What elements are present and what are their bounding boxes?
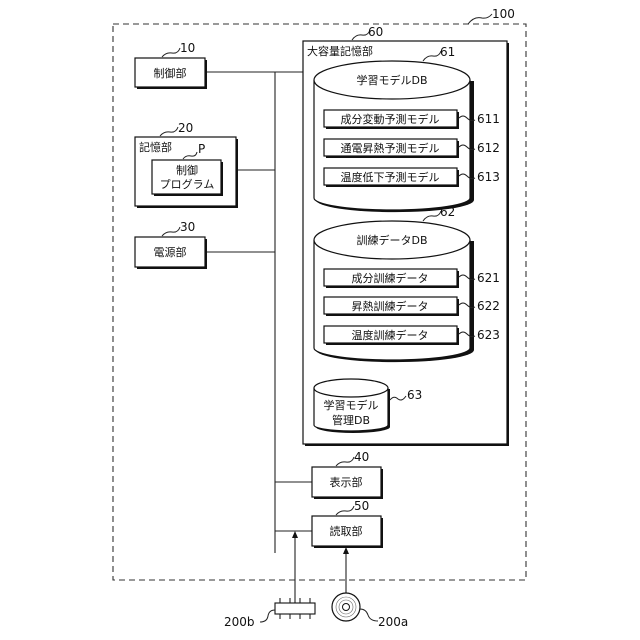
ref-61: 61 bbox=[440, 45, 455, 59]
ref-611: 611 bbox=[477, 112, 500, 126]
model-mgmt-db-label-2: 管理DB bbox=[332, 413, 370, 427]
leader-40 bbox=[336, 457, 354, 466]
mass-storage-label: 大容量記憶部 bbox=[307, 44, 373, 58]
leader-200b bbox=[260, 610, 275, 622]
training-621-label: 成分訓練データ bbox=[352, 271, 429, 285]
training-db-label: 訓練データDB bbox=[356, 233, 427, 247]
leader-50 bbox=[336, 506, 354, 515]
display-unit: 表示部 bbox=[312, 467, 383, 499]
model-mgmt-db-label-1: 学習モデル bbox=[324, 398, 379, 412]
training-622: 昇熱訓練データ bbox=[324, 297, 459, 316]
training-623: 温度訓練データ bbox=[324, 326, 459, 345]
arrow-chip-head bbox=[292, 531, 298, 538]
model-db-label: 学習モデルDB bbox=[356, 73, 427, 87]
power-unit-label: 電源部 bbox=[154, 245, 187, 259]
leader-30 bbox=[162, 227, 180, 236]
ref-P: P bbox=[198, 142, 205, 156]
ref-622: 622 bbox=[477, 299, 500, 313]
training-622-label: 昇熱訓練データ bbox=[352, 299, 429, 313]
reader-unit-label: 読取部 bbox=[330, 524, 363, 538]
control-program-label-2: プログラム bbox=[160, 177, 215, 191]
ref-60: 60 bbox=[368, 25, 383, 39]
model-mgmt-db-cylinder: 学習モデル 管理DB bbox=[314, 379, 390, 433]
model-613-label: 温度低下予測モデル bbox=[341, 170, 440, 184]
ref-30: 30 bbox=[180, 220, 195, 234]
ref-62: 62 bbox=[440, 205, 455, 219]
ref-20: 20 bbox=[178, 121, 193, 135]
leader-200a bbox=[360, 609, 378, 621]
control-unit: 制御部 bbox=[135, 58, 207, 89]
ref-10: 10 bbox=[180, 41, 195, 55]
disk-icon bbox=[332, 593, 360, 621]
ref-623: 623 bbox=[477, 328, 500, 342]
leader-20 bbox=[160, 127, 178, 136]
ref-63: 63 bbox=[407, 388, 422, 402]
training-623-label: 温度訓練データ bbox=[352, 328, 429, 342]
ref-621: 621 bbox=[477, 271, 500, 285]
memory-unit: 記憶部 制御 プログラム bbox=[135, 137, 238, 208]
ref-40: 40 bbox=[354, 450, 369, 464]
ref-50: 50 bbox=[354, 499, 369, 513]
model-611-label: 成分変動予測モデル bbox=[341, 112, 440, 126]
reader-unit: 読取部 bbox=[312, 516, 383, 548]
ref-613: 613 bbox=[477, 170, 500, 184]
arrow-disk-head bbox=[343, 547, 349, 554]
training-621: 成分訓練データ bbox=[324, 269, 459, 288]
control-unit-label: 制御部 bbox=[154, 66, 187, 80]
display-unit-label: 表示部 bbox=[330, 475, 363, 489]
power-unit: 電源部 bbox=[135, 237, 207, 269]
memory-unit-label: 記憶部 bbox=[139, 140, 172, 154]
leader-10 bbox=[162, 48, 180, 57]
model-db-cylinder: 学習モデルDB bbox=[314, 61, 474, 212]
model-613: 温度低下予測モデル bbox=[324, 168, 459, 187]
model-611: 成分変動予測モデル bbox=[324, 110, 459, 129]
control-program-label-1: 制御 bbox=[176, 163, 198, 177]
ref-100: 100 bbox=[492, 7, 515, 21]
model-612-label: 通電昇熱予測モデル bbox=[341, 141, 440, 155]
ref-200b: 200b bbox=[224, 615, 255, 629]
ref-200a: 200a bbox=[378, 615, 408, 629]
model-612: 通電昇熱予測モデル bbox=[324, 139, 459, 158]
ref-612: 612 bbox=[477, 141, 500, 155]
leader-100 bbox=[468, 14, 492, 24]
